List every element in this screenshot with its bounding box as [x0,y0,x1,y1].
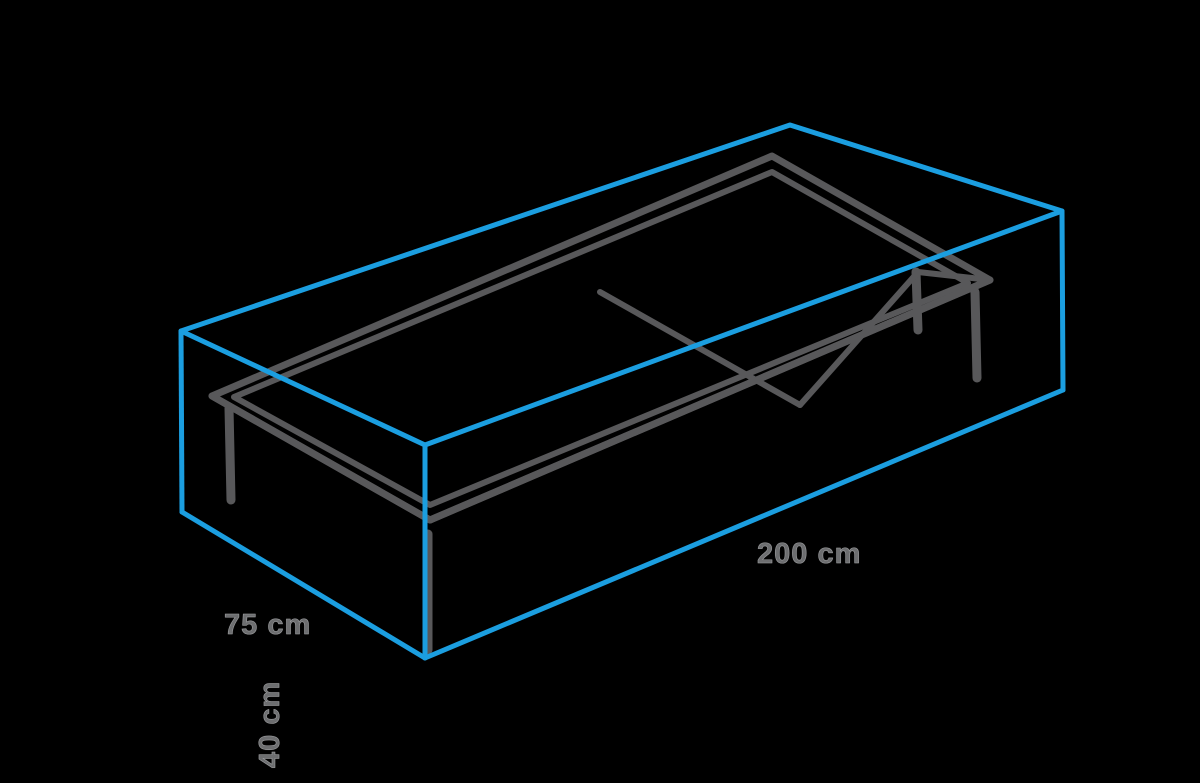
table-frame-group [208,152,994,655]
table-leg-back-right [970,287,982,383]
box-edge-vertical-right [1059,208,1066,393]
table-top-inner-edge [231,169,971,508]
table-apron-front-right [426,276,994,524]
box-bottom-right-edge [422,387,1066,661]
box-bottom-left-edge [179,509,428,661]
box-edge-vertical-left [178,328,185,515]
box-top-face [178,122,1065,448]
dimension-label-width: 75 cm [224,609,312,642]
table-top-center-divider [597,289,803,408]
dimension-box-group [178,122,1066,661]
dimension-label-height: 40 cm [254,680,287,768]
table-apron-rear-right [915,269,993,283]
dimension-label-length: 200 cm [757,538,862,571]
table-apron-right-side [797,269,921,408]
dimension-label-height-wrapper: 40 cm [152,378,287,768]
table-leg-front-left [224,403,236,505]
table-apron-front-left [208,392,434,524]
table-leg-mid-right [911,267,923,335]
